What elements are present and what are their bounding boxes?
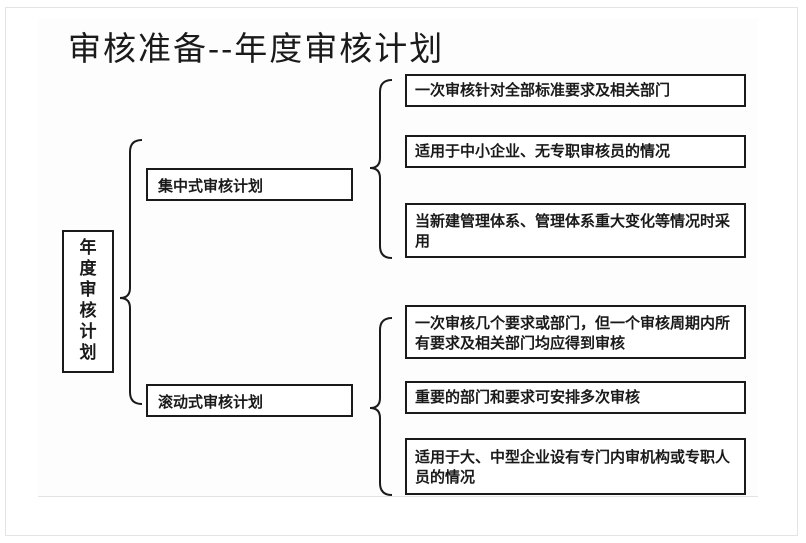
root-char: 计 [79,322,97,342]
leaf-node: 一次审核针对全部标准要求及相关部门 [405,74,746,107]
root-brace-icon [119,139,143,405]
root-char: 审 [79,280,97,300]
branch-label: 集中式审核计划 [158,177,264,195]
leaf-node: 适用于中小企业、无专职审核员的情况 [405,135,746,168]
leaf-text: 适用于大、中型企业设有专门内审机构或专职人员的情况 [415,448,731,486]
leaf-node: 重要的部门和要求可安排多次审核 [405,381,746,414]
diagram-title: 审核准备--年度审核计划 [68,29,445,68]
branch-label: 滚动式审核计划 [158,393,264,411]
leaf-node: 当新建管理体系、管理体系重大变化等情况时采用 [405,203,746,258]
leaf-text: 一次审核几个要求或部门，但一个审核周期内所有要求及相关部门均应得到审核 [415,314,731,352]
branch-node-centralized: 集中式审核计划 [146,168,353,201]
branch-node-rolling: 滚动式审核计划 [146,384,353,417]
leaf-text: 重要的部门和要求可安排多次审核 [415,388,641,406]
root-char: 度 [79,259,97,279]
leaf-text: 当新建管理体系、管理体系重大变化等情况时采用 [415,212,731,250]
root-char: 划 [79,343,97,363]
branch1-brace-icon [369,79,393,259]
root-char: 年 [79,238,97,258]
branch2-brace-icon [369,317,393,496]
root-char: 核 [79,301,97,321]
leaf-text: 适用于中小企业、无专职审核员的情况 [415,142,671,160]
root-node-annual-audit-plan: 年 度 审 核 计 划 [62,230,114,373]
leaf-node: 一次审核几个要求或部门，但一个审核周期内所有要求及相关部门均应得到审核 [405,305,746,359]
leaf-text: 一次审核针对全部标准要求及相关部门 [415,81,671,99]
leaf-node: 适用于大、中型企业设有专门内审机构或专职人员的情况 [405,438,746,495]
